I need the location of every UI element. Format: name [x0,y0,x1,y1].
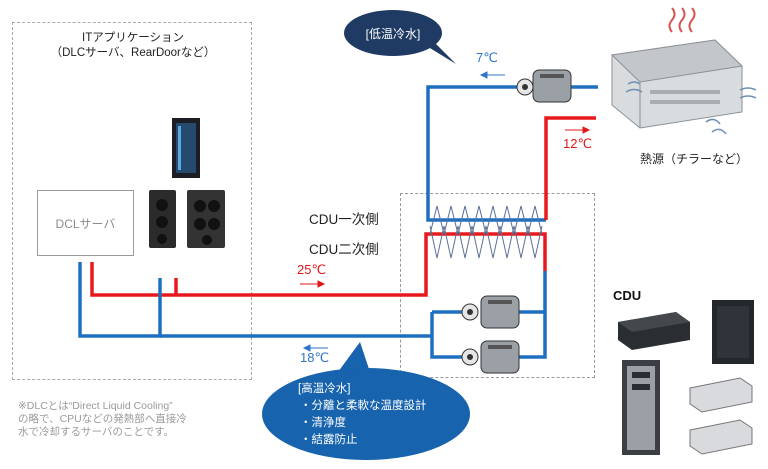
cdu-secondary-label: CDU二次側 [309,242,379,257]
footnote-line2: の略で、CPUなどの発熱部へ直接冷 [18,413,187,425]
it-application-title: ITアプリケーション （DLCサーバ、RearDoorなど） [18,31,248,61]
flow-arrow-12c [565,126,591,134]
primary-cold-line [426,85,598,222]
high-temp-item-3: ・結露防止 [300,434,358,446]
cdu-product-label: CDU [613,288,642,303]
low-temp-callout-tail [420,42,456,64]
flow-arrow-25c [300,280,326,288]
high-temp-item-1: ・分離と柔軟な温度設計 [300,400,427,412]
cdu-boundary-box [400,193,595,378]
high-temp-callout-tail [338,342,370,372]
footnote-line3: 水で冷却するサーバのことです。 [18,426,175,438]
flow-arrow-18c [302,344,328,352]
footnote-line1: ※DLCとは“Direct Liquid Cooling” [18,400,173,412]
low-temp-callout: [低温冷水] [344,10,442,56]
secondary-hot-line [90,232,547,297]
rear-door-unit-icon [149,190,225,248]
it-title-line1: ITアプリケーション [82,32,184,44]
pump-secondary-lower-icon [461,340,520,374]
chiller-unit-icon [610,39,744,129]
dlc-footnote: ※DLCとは“Direct Liquid Cooling” の略で、CPUなどの… [18,400,244,439]
temp-hot-return: 12℃ [563,136,593,151]
heat-wave-icon [668,7,696,33]
heat-exchanger-icon [429,205,543,259]
high-temp-callout: [高温冷水] ・分離と柔軟な温度設計 ・清浄度 ・結露防止 [262,368,470,460]
low-temp-callout-text: [低温冷水] [365,26,421,41]
cdu-primary-label: CDU一次側 [309,212,379,227]
cdu-product-images [618,300,754,455]
temp-cold-supply: 7℃ [476,50,498,65]
dlc-server-label: DCLサーバ [55,216,116,231]
high-temp-item-2: ・清浄度 [300,417,346,429]
temp-secondary-return: 18℃ [300,350,330,365]
air-flow-icon [625,81,757,135]
pump-secondary-upper-icon [461,295,520,329]
flow-arrow-7c [479,71,505,79]
pump-primary-icon [516,69,572,103]
primary-hot-line [544,116,596,220]
temp-secondary-supply: 25℃ [297,262,327,277]
high-temp-callout-title: [高温冷水] [298,383,351,395]
it-title-line2: （DLCサーバ、RearDoorなど） [50,47,216,59]
heat-source-label: 熱源（チラーなど） [640,152,749,166]
rack-server-icon [172,118,200,178]
it-application-box [12,22,252,380]
dlc-server-box: DCLサーバ [37,190,134,256]
